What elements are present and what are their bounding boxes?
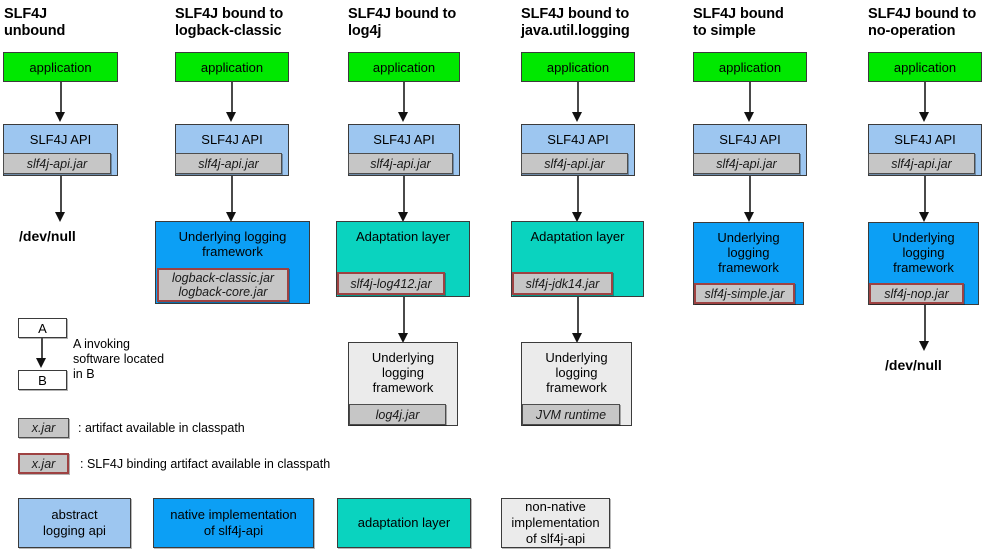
legend-box-b: B — [18, 370, 67, 390]
legend-swatch-label: abstract logging api — [43, 507, 106, 538]
arrow-head-adapt-to-impl-jul — [572, 333, 582, 343]
arrow-line-adapt-to-impl-log4j — [403, 297, 405, 337]
legend-chip-artifact: x.jar — [18, 418, 69, 438]
legend-chip-binding-artifact: x.jar — [18, 453, 69, 474]
underlying-framework-label: Underlying logging framework — [892, 230, 955, 275]
application-label: application — [29, 59, 92, 75]
application-box-jul: application — [521, 52, 635, 82]
arrow-head-adapt-to-impl-log4j — [398, 333, 408, 343]
arrow-head-api-to-impl-nop — [919, 212, 929, 222]
jar-chip-jvm-runtime: JVM runtime — [522, 404, 620, 425]
arrow-head-app-to-api-jul — [572, 112, 582, 122]
arrow-line-app-to-api-log4j — [403, 82, 405, 116]
adaptation-layer-label: Adaptation layer — [530, 229, 625, 244]
arrow-head-api-to-devnull-unbound — [55, 212, 65, 222]
arrow-line-api-to-devnull-unbound — [60, 176, 62, 216]
slf4j-api-label: SLF4J API — [719, 132, 781, 147]
underlying-framework-label: Underlying logging framework — [717, 230, 780, 275]
legend-box-a: A — [18, 318, 67, 338]
jar-chip-slf4j-log4j-binding: slf4j-log412.jar — [337, 272, 445, 295]
devnull-label-unbound: /dev/null — [19, 228, 76, 244]
legend-invocation-description: A invoking software located in B — [73, 337, 165, 381]
arrow-line-api-to-adapt-log4j — [403, 176, 405, 216]
arrow-head-api-to-impl-logback — [226, 212, 236, 222]
jar-chip-slf4j-nop-binding: slf4j-nop.jar — [869, 283, 964, 304]
column-title-jul: SLF4J bound to java.util.logging — [521, 6, 630, 39]
jar-chip-slf4j-api-log4j: slf4j-api.jar — [348, 153, 453, 174]
arrow-head-app-to-api-logback — [226, 112, 236, 122]
column-title-nop: SLF4J bound to no-operation — [868, 6, 977, 39]
jar-chip-slf4j-simple-binding: slf4j-simple.jar — [694, 283, 795, 304]
arrow-line-app-to-api-logback — [231, 82, 233, 116]
legend-swatch-label: non-native implementation of slf4j-api — [511, 499, 600, 546]
legend-swatch-label: native implementation of slf4j-api — [170, 507, 297, 538]
arrow-head-api-to-adapt-log4j — [398, 212, 408, 222]
jar-chip-slf4j-api-unbound: slf4j-api.jar — [3, 153, 111, 174]
arrow-head-app-to-api-simple — [744, 112, 754, 122]
legend-swatch-adaptation-layer: adaptation layer — [337, 498, 471, 548]
application-label: application — [372, 59, 436, 75]
application-box-logback: application — [175, 52, 289, 82]
adaptation-layer-label: Adaptation layer — [356, 229, 450, 244]
jar-chip-logback-binding: logback-classic.jar logback-core.jar — [157, 268, 289, 302]
arrow-head-api-to-adapt-jul — [572, 212, 582, 222]
arrow-line-app-to-api-jul — [577, 82, 579, 116]
jar-chip-slf4j-api-jul: slf4j-api.jar — [521, 153, 628, 174]
slf4j-api-label: SLF4J API — [894, 132, 956, 147]
application-box-unbound: application — [3, 52, 118, 82]
slf4j-api-label: SLF4J API — [373, 132, 435, 147]
legend-binding-artifact-description: : SLF4J binding artifact available in cl… — [80, 457, 331, 471]
jar-chip-slf4j-api-simple: slf4j-api.jar — [693, 153, 800, 174]
devnull-label-nop: /dev/null — [885, 357, 942, 373]
arrow-head-api-to-impl-simple — [744, 212, 754, 222]
underlying-framework-label: Underlying logging framework — [545, 350, 608, 395]
arrow-line-app-to-api-unbound — [60, 82, 62, 116]
arrow-head-app-to-api-log4j — [398, 112, 408, 122]
legend-swatch-label: adaptation layer — [357, 515, 451, 530]
arrow-head-impl-to-devnull-nop — [919, 341, 929, 351]
arrow-line-api-to-impl-logback — [231, 176, 233, 216]
application-box-log4j: application — [348, 52, 460, 82]
column-title-simple: SLF4J bound to simple — [693, 6, 784, 39]
legend-swatch-non-native-implementation: non-native implementation of slf4j-api — [501, 498, 610, 548]
column-title-log4j: SLF4J bound to log4j — [348, 6, 457, 39]
jar-chip-log4j: log4j.jar — [349, 404, 446, 425]
legend-arrow-line-a-to-b — [41, 338, 43, 363]
application-label: application — [200, 59, 264, 75]
application-label: application — [718, 59, 782, 75]
arrow-line-app-to-api-simple — [749, 82, 751, 116]
arrow-line-api-to-impl-nop — [924, 176, 926, 216]
application-label: application — [893, 59, 957, 75]
jar-chip-slf4j-jdk14-binding: slf4j-jdk14.jar — [512, 272, 613, 295]
arrow-head-app-to-api-nop — [919, 112, 929, 122]
application-box-simple: application — [693, 52, 807, 82]
application-box-nop: application — [868, 52, 982, 82]
underlying-framework-label: Underlying logging framework — [178, 229, 287, 259]
arrow-line-app-to-api-nop — [924, 82, 926, 116]
column-title-logback-classic: SLF4J bound to logback-classic — [175, 6, 284, 39]
legend-swatch-native-implementation: native implementation of slf4j-api — [153, 498, 314, 548]
arrow-line-api-to-impl-simple — [749, 176, 751, 216]
arrow-line-impl-to-devnull-nop — [924, 305, 926, 345]
jar-chip-slf4j-api-logback: slf4j-api.jar — [175, 153, 282, 174]
column-title-unbound: SLF4J unbound — [4, 6, 66, 39]
arrow-line-adapt-to-impl-jul — [577, 297, 579, 337]
legend-artifact-description: : artifact available in classpath — [78, 421, 245, 435]
underlying-framework-label: Underlying logging framework — [371, 350, 435, 395]
slf4j-api-label: SLF4J API — [547, 132, 609, 147]
slf4j-api-label: SLF4J API — [201, 132, 263, 147]
application-label: application — [546, 59, 610, 75]
slf4j-api-label: SLF4J API — [29, 132, 92, 147]
jar-chip-slf4j-api-nop: slf4j-api.jar — [868, 153, 975, 174]
legend-swatch-abstract-logging-api: abstract logging api — [18, 498, 131, 548]
legend-arrow-head-a-to-b — [36, 358, 46, 368]
arrow-head-app-to-api-unbound — [55, 112, 65, 122]
arrow-line-api-to-adapt-jul — [577, 176, 579, 216]
